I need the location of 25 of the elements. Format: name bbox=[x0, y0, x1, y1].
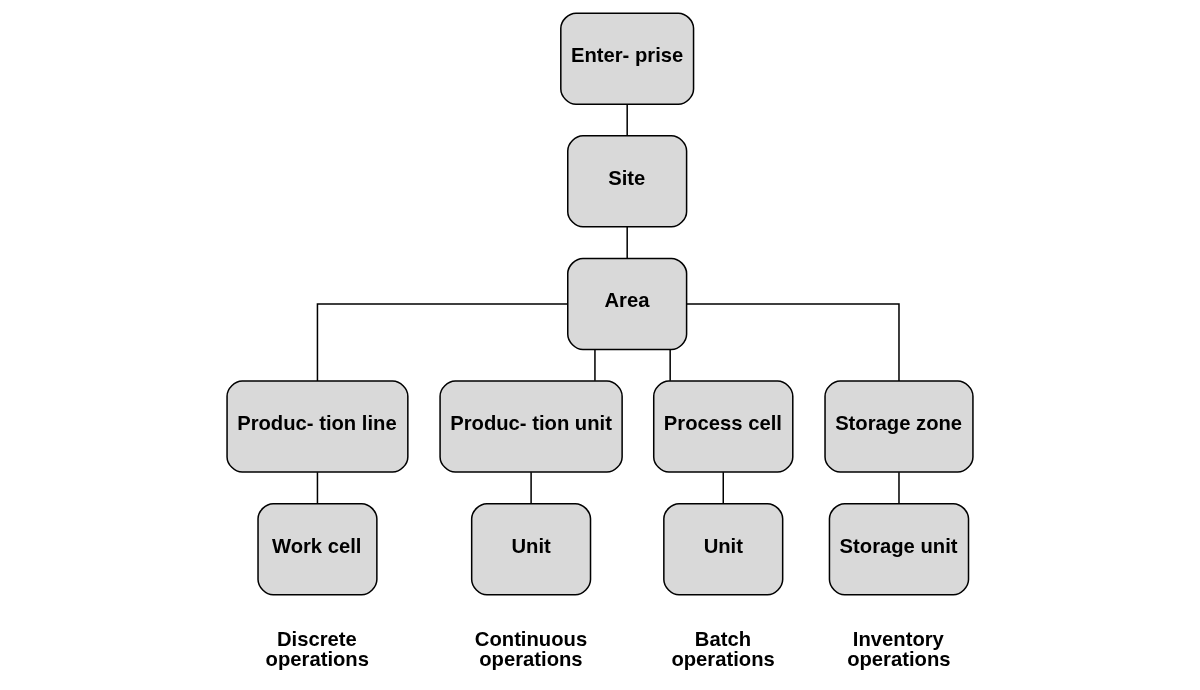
label: Continuous operations bbox=[474, 628, 588, 671]
connector bbox=[722, 471, 724, 505]
connector bbox=[669, 348, 671, 382]
node-box: Unit bbox=[470, 502, 592, 596]
connector bbox=[898, 471, 900, 505]
label: Inventory operations bbox=[847, 628, 951, 671]
node-box: Storage zone bbox=[824, 380, 974, 473]
connector bbox=[316, 471, 319, 505]
node-box: Area bbox=[567, 257, 688, 351]
node-box: Work cell bbox=[257, 502, 378, 596]
connector bbox=[626, 226, 628, 259]
connector bbox=[316, 303, 569, 382]
node-box: Enter- prise bbox=[560, 12, 695, 105]
connector bbox=[594, 348, 596, 382]
node-box: Process cell bbox=[652, 380, 794, 473]
node-box: Produc- tion unit bbox=[439, 380, 623, 473]
connector bbox=[686, 303, 900, 382]
node-box: Storage unit bbox=[828, 502, 970, 596]
connector bbox=[626, 103, 628, 137]
node-box: Produc- tion line bbox=[226, 380, 409, 473]
label: Discrete operations bbox=[265, 628, 369, 671]
label: Batch operations bbox=[671, 628, 775, 671]
node-box: Unit bbox=[663, 502, 784, 596]
connector bbox=[530, 471, 532, 505]
node-box: Site bbox=[567, 135, 688, 228]
